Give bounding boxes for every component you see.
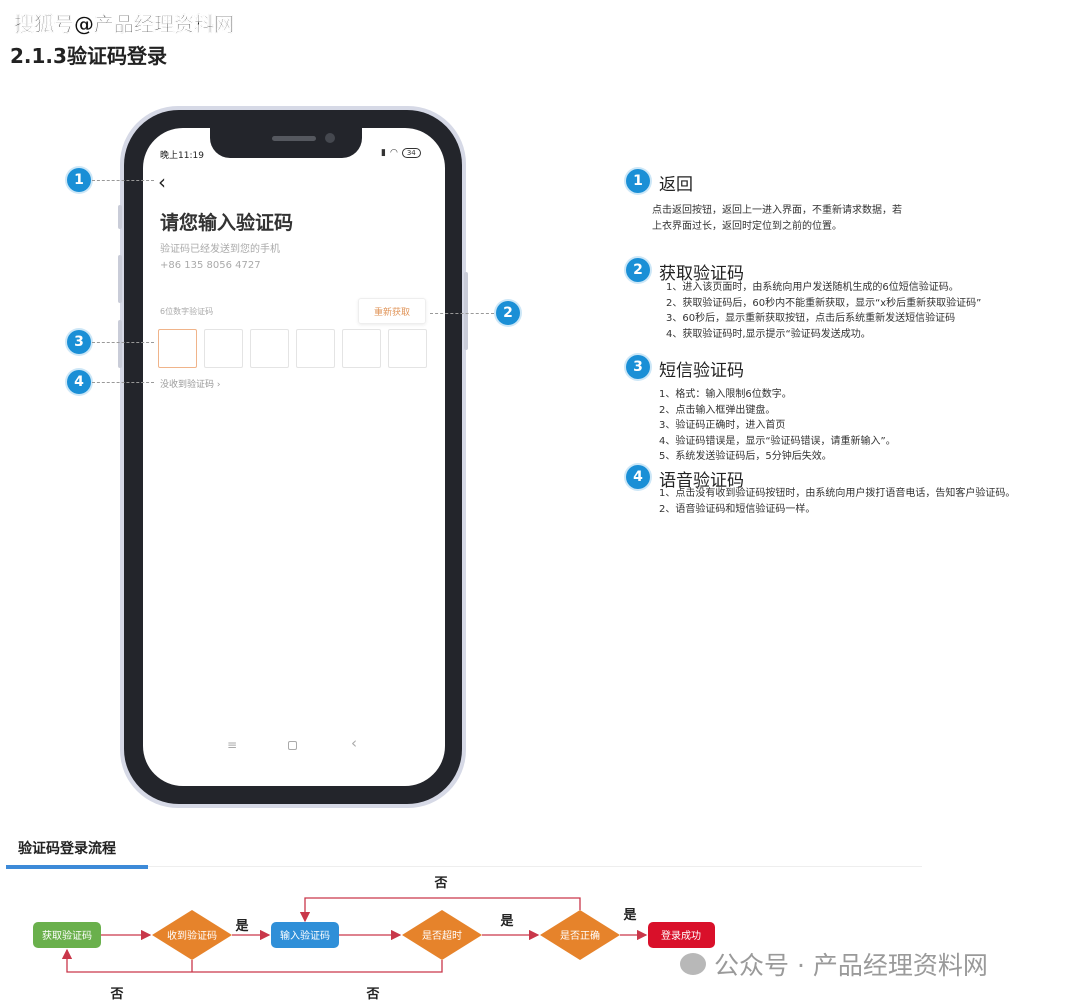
signal-icon: ▮ (381, 148, 386, 158)
section-body: 点击返回按钮，返回上一进入界面，不重新请求数据，若 上衣界面过长，返回时定位到之… (652, 203, 902, 234)
flow-no-label: 否 (109, 987, 123, 1002)
section-line: 1、格式：输入限制6位数字。 (659, 389, 792, 400)
flow-arrow-loop (299, 897, 581, 923)
section-line: 5、系统发送验证码后，5分钟后失效。 (659, 451, 832, 462)
code-input-box[interactable] (388, 329, 427, 368)
flow-yes-label: 是 (234, 919, 249, 934)
section-badge: 3 (626, 355, 650, 379)
phone-camera (325, 133, 335, 143)
section-body: 1、点击没有收到验证码按钮时，由系统向用户拨打语音电话，告知客户验证码。 2、语… (659, 486, 1015, 517)
phone-notch (210, 126, 362, 158)
flow-label: 收到验证码 (167, 929, 217, 942)
section-badge: 2 (626, 258, 650, 282)
section-title: 语音验证码 (659, 471, 744, 491)
phone-side-button (118, 255, 122, 303)
section-line: 1、点击没有收到验证码按钮时，由系统向用户拨打语音电话，告知客户验证码。 (659, 488, 1016, 499)
flow-title: 验证码登录流程 (18, 841, 116, 857)
status-time: 晚上11:19 (160, 151, 204, 161)
callout-badge: 2 (496, 301, 520, 325)
section-badge: 1 (626, 169, 650, 193)
code-input-boxes (158, 329, 427, 368)
flow-node-correct (540, 910, 620, 960)
flow-node-success (648, 922, 715, 948)
section-body: 1、格式：输入限制6位数字。 2、点击输入框弹出键盘。 3、验证码正确时，进入首… (659, 387, 896, 465)
watermark-text: 公众号 · 产品经理资料网 (714, 951, 988, 980)
nav-menu-icon[interactable]: ≡ (227, 738, 238, 752)
flow-arrow-loop (61, 948, 443, 973)
flow-no-label: 否 (365, 987, 379, 1002)
phone-power-button (464, 272, 468, 350)
section-line: 2、获取验证码后，60秒内不能重新获取，显示“x秒后重新获取验证码” (666, 297, 982, 309)
divider (6, 866, 922, 867)
no-code-link[interactable]: 没收到验证码 › (160, 380, 221, 390)
section-badge: 4 (626, 465, 650, 489)
title-underline (6, 865, 148, 869)
flow-node-received (152, 910, 232, 960)
screen-subtitle: 验证码已经发送到您的手机 (160, 244, 280, 255)
callout-badge: 1 (67, 168, 91, 192)
nav-home-icon[interactable] (288, 741, 297, 750)
section-line: 3、验证码正确时，进入首页 (659, 420, 786, 431)
status-icons: ▮ ◠ 34 (381, 148, 421, 158)
code-input-box[interactable] (250, 329, 289, 368)
nav-back-icon[interactable]: ‹ (351, 734, 357, 752)
flow-yes-label: 是 (499, 914, 514, 929)
code-label: 6位数字验证码 (160, 307, 214, 316)
callout-badge: 4 (67, 370, 91, 394)
flow-yes-label: 是 (622, 908, 637, 923)
callout-line (430, 313, 494, 314)
flow-node-input (271, 922, 339, 948)
flow-label: 输入验证码 (280, 929, 330, 942)
flow-label: 是否超时 (422, 929, 462, 942)
flow-node-get (33, 922, 101, 948)
phone-side-button (118, 320, 122, 368)
code-input-box[interactable] (342, 329, 381, 368)
section-title: 获取验证码 (659, 264, 744, 284)
section-line: 上衣界面过长，返回时定位到之前的位置。 (652, 220, 842, 232)
section-body: 1、进入该页面时，由系统向用户发送随机生成的6位短信验证码。 2、获取验证码后，… (666, 280, 981, 342)
code-input-box[interactable] (158, 329, 197, 368)
flow-label: 是否正确 (560, 929, 600, 942)
code-input-box[interactable] (296, 329, 335, 368)
screen-title: 请您输入验证码 (160, 212, 294, 234)
chevron-left-icon: ‹ (158, 170, 166, 194)
back-button[interactable]: ‹ (158, 170, 166, 194)
battery-icon: 34 (401, 148, 421, 158)
phone-side-button (118, 205, 122, 229)
code-input-box[interactable] (204, 329, 243, 368)
callout-line (92, 180, 154, 181)
flowchart: 获取验证码 收到验证码 输入验证码 是否超时 是否正确 登录成功 否 是 是 是… (33, 876, 715, 1002)
callout-badge: 3 (67, 330, 91, 354)
section-line: 4、验证码错误是，显示“验证码错误，请重新输入”。 (659, 435, 896, 447)
flow-label: 获取验证码 (42, 929, 92, 942)
resend-button[interactable]: 重新获取 (358, 298, 426, 324)
callout-line (92, 382, 154, 383)
section-line: 3、60秒后，显示重新获取按钮，点击后系统重新发送短信验证码 (666, 313, 956, 324)
phone-number: +86 135 8056 4727 (160, 260, 261, 271)
bottom-watermark: 公众号 · 产品经理资料网 (680, 946, 988, 982)
wifi-icon: ◠ (389, 148, 398, 158)
flow-label: 登录成功 (661, 929, 701, 942)
section-line: 点击返回按钮，返回上一进入界面，不重新请求数据，若 (652, 205, 902, 216)
section-line: 2、点击输入框弹出键盘。 (659, 404, 776, 416)
flow-no-label: 否 (433, 876, 447, 891)
section-line: 2、语音验证码和短信验证码一样。 (659, 503, 816, 515)
phone-speaker (272, 136, 316, 141)
section-title: 返回 (659, 175, 693, 195)
callout-line (92, 342, 154, 343)
section-line: 4、获取验证码时,显示提示“验证码发送成功。 (666, 328, 871, 340)
flow-node-timeout (402, 910, 482, 960)
page-heading: 2.1.3验证码登录 (10, 44, 167, 68)
phone-screen: 晚上11:19 ▮ ◠ 34 ‹ 请您输入验证码 验证码已经发送到您的手机 +8… (143, 128, 445, 786)
wechat-icon (680, 953, 706, 975)
watermark-text: 搜狐号@产品经理资料网 (14, 12, 234, 36)
section-title: 短信验证码 (659, 361, 744, 381)
section-line: 1、进入该页面时，由系统向用户发送随机生成的6位短信验证码。 (666, 282, 959, 293)
